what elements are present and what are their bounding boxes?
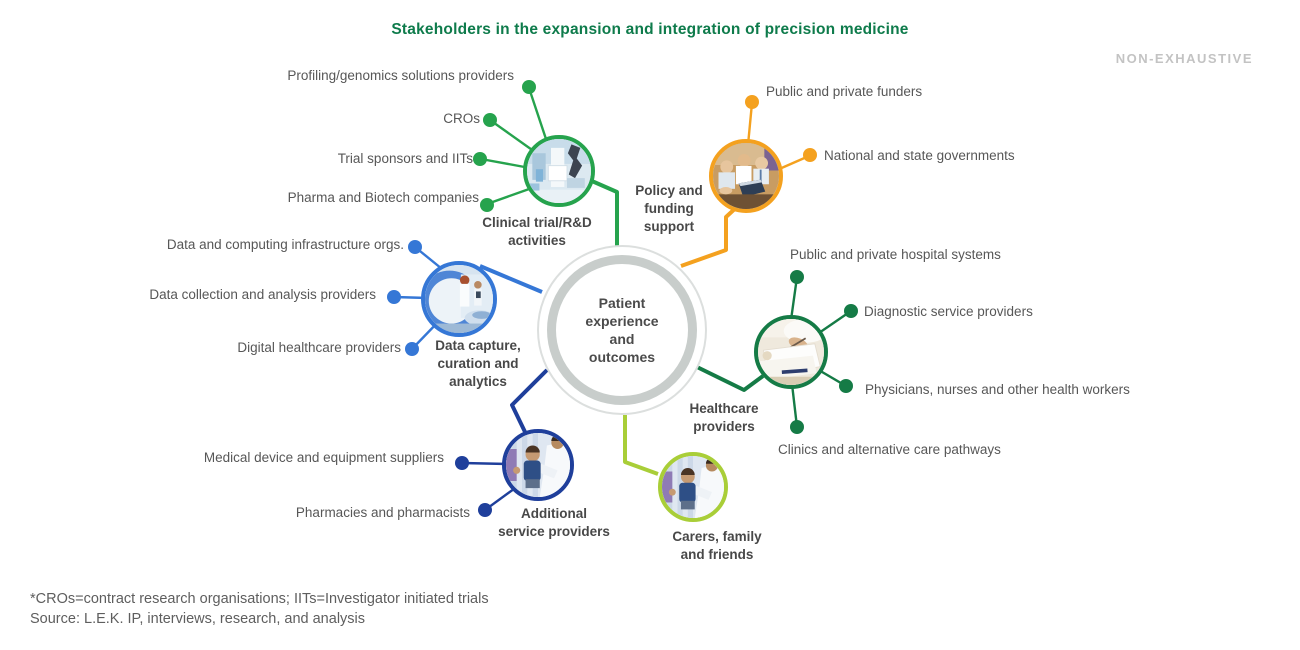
spoke-data-collection: Data collection and analysis providers xyxy=(149,287,376,302)
spoke-dot xyxy=(478,503,492,517)
spoke-trial-sponsors: Trial sponsors and IITs xyxy=(337,151,473,166)
cluster-label-healthcare-providers: Healthcare providers xyxy=(689,401,759,434)
spoke-data-infrastructure: Data and computing infrastructure orgs. xyxy=(166,237,404,252)
connector-policy-to-center xyxy=(680,203,741,268)
connector-clinical-to-center xyxy=(584,176,619,247)
spoke-line xyxy=(486,186,533,206)
spoke-dot xyxy=(790,420,804,434)
spoke-dot xyxy=(803,148,817,162)
spoke-pharmacies: Pharmacies and pharmacists xyxy=(295,505,470,520)
spoke-dot xyxy=(522,80,536,94)
spoke-dot xyxy=(839,379,853,393)
spoke-line xyxy=(489,119,536,153)
healthcare-providers-node xyxy=(754,315,828,389)
spoke-clinics-care-pathways: Clinics and alternative care pathways xyxy=(778,442,1001,457)
spoke-dot xyxy=(387,290,401,304)
spoke-physicians-nurses: Physicians, nurses and other health work… xyxy=(865,382,1130,397)
spoke-dot xyxy=(790,270,804,284)
connector-carers-to-center xyxy=(623,415,659,476)
non-exhaustive-tag: NON-EXHAUSTIVE xyxy=(1115,51,1253,66)
footnote-source: Source: L.E.K. IP, interviews, research,… xyxy=(30,611,366,627)
center-label: Patient experience and outcomes xyxy=(585,295,659,365)
spoke-cros: CROs xyxy=(443,111,480,126)
spoke-line xyxy=(776,154,810,172)
spoke-dot xyxy=(483,113,497,127)
data-capture-photo xyxy=(425,265,493,333)
cluster-label-additional-services: Additional service providers xyxy=(498,506,610,539)
spoke-line xyxy=(790,383,799,428)
cluster-label-data-capture: Data capture, curation and analytics xyxy=(435,338,521,389)
cluster-label-clinical-trial: Clinical trial/R&D activities xyxy=(482,215,592,248)
connector-data-to-center xyxy=(479,264,543,294)
spoke-public-private-funders: Public and private funders xyxy=(766,84,923,99)
carers-family-photo xyxy=(662,456,724,518)
spoke-line xyxy=(789,276,799,321)
footnote-abbreviations: *CROs=contract research organisations; I… xyxy=(30,591,489,607)
cluster-label-policy-funding: Policy and funding support xyxy=(635,183,703,234)
carers-family-node xyxy=(658,452,728,522)
additional-services-photo xyxy=(506,433,570,497)
spoke-national-state-govts: National and state governments xyxy=(824,148,1015,163)
center-node: Patient experience and outcomes xyxy=(537,245,707,415)
connector-healthcare-to-center xyxy=(696,365,765,392)
spoke-line xyxy=(480,157,531,170)
spoke-medical-devices: Medical device and equipment suppliers xyxy=(203,450,444,465)
clinical-trial-node xyxy=(523,135,595,207)
clinical-trial-photo xyxy=(527,139,591,203)
spoke-pharma-biotech: Pharma and Biotech companies xyxy=(287,190,479,205)
connector-additional-to-center xyxy=(510,368,549,435)
spoke-dot xyxy=(844,304,858,318)
spoke-line xyxy=(746,102,754,146)
spoke-dot xyxy=(405,342,419,356)
data-capture-node xyxy=(421,261,497,337)
cluster-label-carers-family: Carers, family and friends xyxy=(672,529,762,562)
spoke-dot xyxy=(745,95,759,109)
spoke-hospital-systems: Public and private hospital systems xyxy=(790,247,1001,262)
spoke-line xyxy=(527,87,550,146)
spoke-line xyxy=(461,461,509,466)
spoke-dot xyxy=(473,152,487,166)
spoke-dot xyxy=(455,456,469,470)
center-ring xyxy=(547,255,697,405)
spoke-diagnostic-services: Diagnostic service providers xyxy=(864,304,1033,319)
spoke-dot xyxy=(408,240,422,254)
spoke-dot xyxy=(480,198,494,212)
page-title: Stakeholders in the expansion and integr… xyxy=(391,21,909,38)
healthcare-providers-photo xyxy=(758,319,824,385)
spoke-digital-healthcare: Digital healthcare providers xyxy=(237,340,401,355)
spoke-profiling-genomics: Profiling/genomics solutions providers xyxy=(287,68,514,83)
additional-services-node xyxy=(502,429,574,501)
